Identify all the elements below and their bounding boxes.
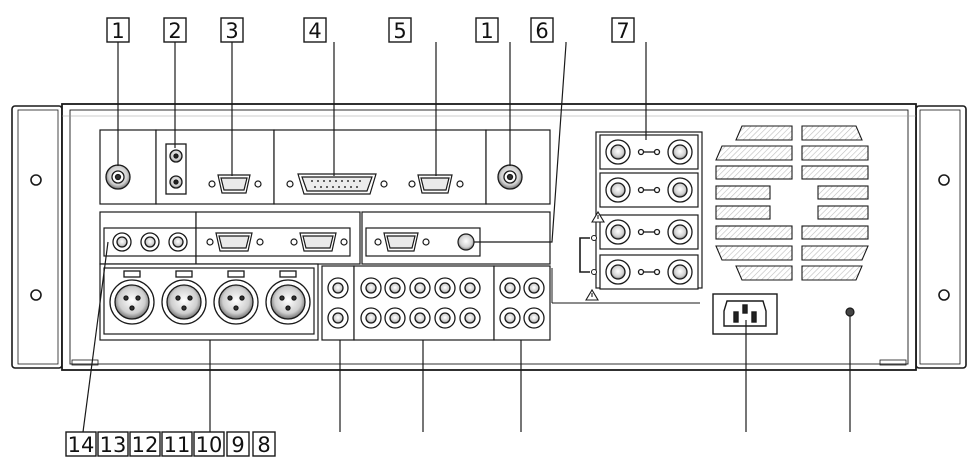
callout-top-7-label: 7	[616, 19, 629, 43]
bnc-connectors	[605, 139, 693, 285]
callout-top-0-label: 1	[111, 19, 124, 43]
dsub-connector-3	[208, 174, 262, 194]
callout-top-0: 1	[106, 17, 130, 43]
callout-bottom-1-label: 13	[100, 433, 127, 457]
rca-jacks-triple	[112, 232, 188, 252]
xlr-connector-4	[265, 270, 311, 325]
dsub-pair-middle	[206, 232, 348, 252]
bnc-row-4	[605, 259, 693, 285]
callout-bottom-4: 10	[193, 431, 225, 457]
callout-bottom-5: 9	[226, 431, 250, 457]
callout-top-3-label: 4	[308, 19, 321, 43]
ac-power-inlet	[712, 293, 778, 335]
callout-bottom-5-label: 9	[231, 433, 244, 457]
bnc-bracket	[579, 235, 597, 275]
warning-icon	[585, 210, 605, 301]
bnc-row-1	[605, 139, 693, 165]
callout-top-5: 1	[475, 17, 499, 43]
xlr-connector-1	[109, 270, 155, 325]
callout-top-7: 7	[611, 17, 635, 43]
bnc-row-3	[605, 219, 693, 245]
callout-top-6: 6	[530, 17, 554, 43]
parallel-connector-4	[286, 173, 388, 195]
xlr-connector-2	[161, 270, 207, 325]
xlr-connectors	[109, 270, 311, 325]
callout-top-1-label: 2	[168, 19, 181, 43]
callout-bottom-4-label: 10	[196, 433, 223, 457]
callout-bottom-0-label: 14	[68, 433, 95, 457]
callout-top-1: 2	[163, 17, 187, 43]
rack-ear-left	[11, 105, 63, 369]
rack-hole-right-bottom	[938, 289, 950, 301]
callout-bottom-6-label: 8	[257, 433, 270, 457]
callout-top-6-label: 6	[535, 19, 548, 43]
callout-bottom-6: 8	[252, 431, 276, 457]
ground-terminal-right	[497, 164, 523, 190]
callout-bottom-1: 13	[97, 431, 129, 457]
callout-bottom-3: 11	[161, 431, 193, 457]
ventilation-slots	[715, 125, 869, 281]
bnc-row-2	[605, 177, 693, 203]
callout-bottom-2: 12	[129, 431, 161, 457]
audio-mini-jacks	[165, 143, 187, 195]
callout-top-4-label: 5	[393, 19, 406, 43]
callouts-top: 1 2 3 4 5 1 6 7	[106, 17, 635, 43]
panel-ground-left	[99, 129, 157, 205]
callout-bottom-3-label: 11	[164, 433, 191, 457]
rack-ear-right	[915, 105, 967, 369]
jack-6	[457, 233, 475, 251]
callout-top-2: 3	[220, 17, 244, 43]
rack-hole-left-top	[30, 174, 42, 186]
rca-bank	[321, 265, 551, 341]
rack-hole-right-top	[938, 174, 950, 186]
screw	[845, 307, 855, 317]
callouts-bottom: 14 13 12 11 10 9 8	[65, 431, 276, 457]
callout-top-2-label: 3	[225, 19, 238, 43]
callout-top-5-label: 1	[480, 19, 493, 43]
callout-bottom-2-label: 12	[132, 433, 159, 457]
callout-top-4: 5	[388, 17, 412, 43]
dsub-connector-5	[408, 174, 464, 194]
rca-jacks-bank	[327, 277, 545, 329]
leader-lines	[82, 42, 851, 433]
xlr-connector-3	[213, 270, 259, 325]
callout-top-3: 4	[303, 17, 327, 43]
dsub-single-middle	[374, 232, 475, 252]
ground-terminal-left	[105, 164, 131, 190]
callout-bottom-0: 14	[65, 431, 97, 457]
panel-ground-right	[485, 129, 551, 205]
rack-hole-left-bottom	[30, 289, 42, 301]
